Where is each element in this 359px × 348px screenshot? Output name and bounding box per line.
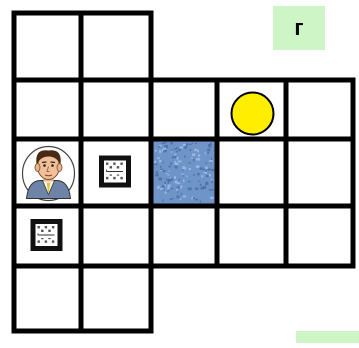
board-cell — [14, 13, 81, 80]
water-tile — [154, 142, 216, 204]
board-label: г — [273, 6, 325, 50]
board-cell — [14, 266, 81, 331]
board-cell — [81, 266, 151, 331]
board-cell — [151, 80, 217, 139]
board-cell — [286, 139, 353, 206]
coin-icon — [232, 93, 274, 135]
crate-icon — [31, 219, 63, 251]
board-cell — [81, 13, 151, 80]
board-cell — [14, 80, 81, 139]
board-cell — [81, 80, 151, 139]
board-cell — [81, 206, 151, 266]
board-cell — [151, 206, 217, 266]
bottom-tab — [296, 331, 359, 343]
board-cell — [217, 139, 286, 206]
board-label-text: г — [294, 15, 303, 41]
crate-icon — [99, 156, 131, 188]
board-cell — [286, 206, 353, 266]
board-cell — [286, 80, 353, 139]
board-cell — [217, 206, 286, 266]
man-portrait-icon — [23, 147, 75, 201]
